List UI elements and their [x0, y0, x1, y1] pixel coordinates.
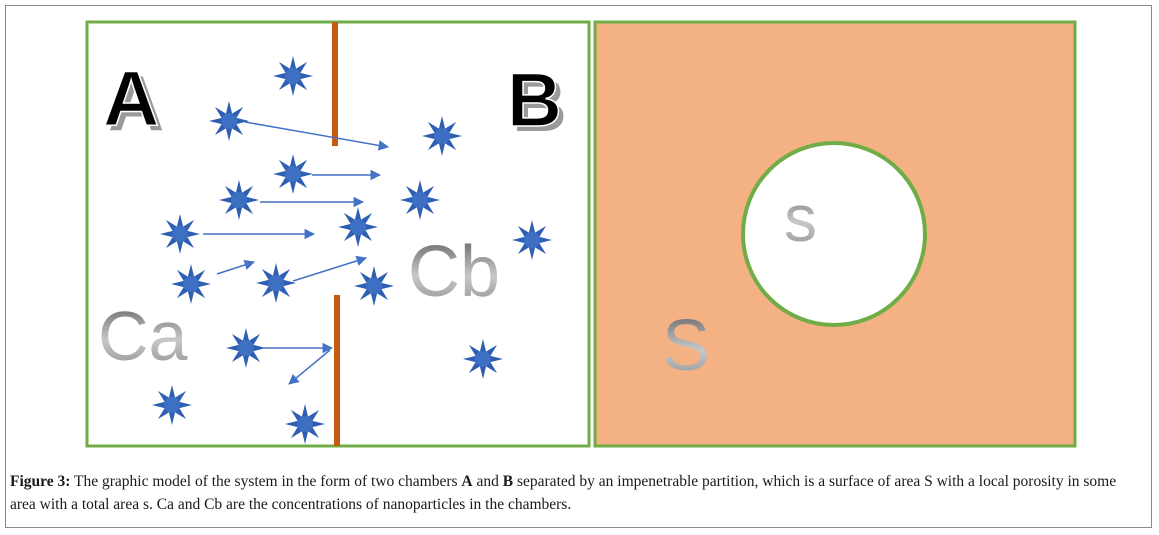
- nanoparticles: [152, 56, 552, 444]
- caption-bold-b: B: [502, 473, 514, 490]
- nanoparticle: [422, 116, 462, 156]
- nanoparticle: [219, 180, 259, 220]
- caption-text-3: separated by an impenetrable partition, …: [10, 473, 1117, 513]
- nanoparticle: [338, 207, 378, 247]
- label-ca: Ca: [98, 297, 188, 375]
- nanoparticle: [285, 404, 325, 444]
- surface-panel: s S: [593, 20, 1077, 448]
- label-big-s: S: [662, 306, 710, 386]
- system-diagram: A A B B Ca Cb s S: [85, 20, 1077, 448]
- caption-figure-label: Figure 3:: [10, 473, 71, 490]
- label-b: B: [507, 58, 562, 143]
- nanoparticle: [273, 154, 313, 194]
- motion-arrow: [292, 255, 368, 282]
- label-b-shadow: B: [512, 63, 567, 148]
- nanoparticle: [273, 56, 313, 96]
- motion-arrow: [244, 121, 390, 151]
- figure-caption: Figure 3: The graphic model of the syste…: [10, 470, 1145, 516]
- figure-frame: [5, 5, 1152, 528]
- particle-arrows: [203, 121, 390, 385]
- nanoparticle: [354, 266, 394, 306]
- label-small-s: s: [784, 181, 817, 255]
- motion-arrow: [288, 349, 331, 385]
- label-a: A: [103, 54, 159, 142]
- label-cb: Cb: [408, 232, 500, 312]
- caption-text-2: and: [472, 473, 503, 490]
- caption-text-1: The graphic model of the system in the f…: [70, 473, 462, 490]
- caption-bold-a: A: [461, 473, 473, 490]
- nanoparticle: [512, 220, 552, 260]
- nanoparticle: [171, 264, 211, 304]
- nanoparticle: [226, 328, 266, 368]
- nanoparticle: [256, 263, 296, 303]
- motion-arrow: [216, 259, 255, 275]
- chambers-panel: A A B B Ca Cb: [85, 20, 591, 448]
- porous-area: [741, 141, 927, 327]
- nanoparticle: [209, 101, 249, 141]
- nanoparticle: [400, 180, 440, 220]
- nanoparticle: [160, 214, 200, 254]
- nanoparticle: [463, 339, 503, 379]
- label-a-shadow: A: [108, 59, 164, 147]
- nanoparticle: [152, 385, 192, 425]
